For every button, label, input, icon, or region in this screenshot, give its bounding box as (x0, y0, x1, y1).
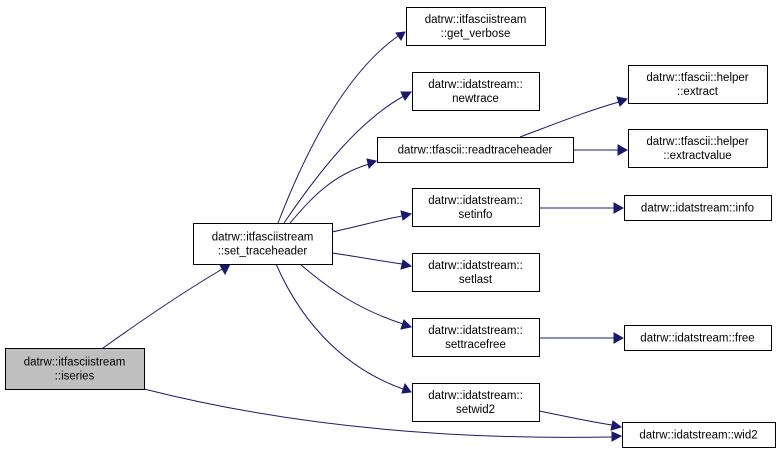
node-info[interactable]: datrw::idatstream::info (624, 195, 772, 221)
node-label-line: ::extract (677, 86, 719, 98)
node-label-line: datrw::idatstream:: (428, 79, 523, 91)
node-label-line: ::set_traceheader (218, 246, 308, 258)
node-label-line: datrw::itfasciistream (212, 232, 314, 244)
node-box (412, 188, 540, 227)
edge-arrowhead (611, 431, 623, 442)
node-label-line: settracefree (445, 339, 506, 351)
edge-line (519, 101, 620, 138)
node-get_verbose[interactable]: datrw::itfasciistream::get_verbose (406, 7, 546, 46)
node-label-line: newtrace (452, 93, 499, 105)
edge-setinfo-to-info (539, 202, 625, 214)
edge-arrowhead (400, 259, 413, 270)
edge-arrowhead (616, 96, 629, 107)
node-label-line: setwid2 (456, 404, 495, 416)
edge-iseries-to-wid2 (143, 388, 623, 442)
node-box (628, 129, 768, 168)
node-box (412, 72, 540, 111)
edge-arrowhead (401, 382, 412, 394)
node-label-line: datrw::idatstream:: (428, 390, 523, 402)
node-label-line: datrw::idatstream:: (428, 260, 523, 272)
node-box (412, 253, 540, 292)
node-box (5, 348, 145, 390)
edge-line (102, 267, 225, 349)
edge-line (538, 410, 613, 426)
edge-arrowhead (400, 319, 413, 330)
node-iseries[interactable]: datrw::itfasciistream::iseries (5, 348, 145, 390)
node-label-line: datrw::itfasciistream (24, 357, 126, 369)
node-box (406, 7, 546, 46)
node-box (622, 422, 776, 448)
edge-set_traceheader-to-readtraceheader (289, 158, 377, 224)
node-box (624, 195, 772, 221)
node-box (624, 325, 772, 351)
edge-set_traceheader-to-newtrace (283, 91, 412, 224)
nodes-layer: datrw::itfasciistream::iseriesdatrw::itf… (5, 7, 776, 448)
node-box (628, 65, 768, 104)
node-label-line: datrw::itfasciistream (425, 14, 527, 26)
node-label-line: setinfo (459, 209, 493, 221)
edges-layer (102, 31, 629, 442)
node-readtraceheader[interactable]: datrw::tfascii::readtraceheader (377, 137, 574, 163)
edge-arrowhead (613, 332, 625, 344)
node-newtrace[interactable]: datrw::idatstream::newtrace (412, 72, 540, 111)
node-wid2[interactable]: datrw::idatstream::wid2 (622, 422, 776, 448)
node-box (412, 383, 540, 422)
node-label-line: ::iseries (55, 371, 95, 383)
node-extractvalue[interactable]: datrw::tfascii::helper::extractvalue (628, 129, 768, 168)
node-setwid2[interactable]: datrw::idatstream::setwid2 (412, 383, 540, 422)
edge-line (289, 163, 370, 224)
node-label-line: datrw::idatstream::free (640, 333, 754, 345)
edge-line (277, 35, 399, 224)
node-label-line: ::extractvalue (663, 150, 731, 162)
node-label-line: datrw::tfascii::readtraceheader (398, 145, 553, 157)
edge-line (331, 252, 403, 265)
edge-setwid2-to-wid2 (538, 410, 623, 431)
node-free[interactable]: datrw::idatstream::free (624, 325, 772, 351)
edge-arrowhead (400, 210, 413, 221)
node-label-line: datrw::tfascii::helper (646, 136, 748, 148)
edge-iseries-to-set_traceheader (102, 263, 231, 349)
edge-readtraceheader-to-extractvalue (573, 144, 629, 156)
node-label-line: datrw::idatstream:: (428, 195, 523, 207)
edge-set_traceheader-to-setinfo (331, 210, 413, 233)
edge-set_traceheader-to-settracefree (299, 263, 413, 330)
node-label-line: datrw::idatstream::info (641, 203, 754, 215)
node-set_traceheader[interactable]: datrw::itfasciistream::set_traceheader (193, 223, 333, 265)
edge-arrowhead (610, 420, 623, 431)
edge-set_traceheader-to-setwid2 (275, 263, 412, 394)
node-box (412, 318, 540, 357)
node-label-line: ::get_verbose (441, 28, 511, 40)
edge-arrowhead (617, 144, 629, 156)
node-setlast[interactable]: datrw::idatstream::setlast (412, 253, 540, 292)
node-settracefree[interactable]: datrw::idatstream::settracefree (412, 318, 540, 357)
edge-set_traceheader-to-get_verbose (277, 31, 406, 224)
edge-set_traceheader-to-setlast (331, 252, 413, 270)
node-box (377, 137, 574, 163)
edge-line (283, 95, 405, 224)
node-setinfo[interactable]: datrw::idatstream::setinfo (412, 188, 540, 227)
edge-settracefree-to-free (539, 332, 625, 344)
edge-arrowhead (613, 202, 625, 214)
node-label-line: setlast (459, 274, 493, 286)
edge-readtraceheader-to-extract (519, 96, 629, 138)
node-extract[interactable]: datrw::tfascii::helper::extract (628, 65, 768, 104)
node-box (193, 223, 333, 265)
edge-line (331, 215, 403, 233)
edge-arrowhead (400, 91, 412, 101)
edge-line (299, 263, 404, 325)
node-label-line: datrw::idatstream:: (428, 325, 523, 337)
edge-arrowhead (395, 31, 406, 41)
edge-line (143, 388, 613, 438)
node-label-line: datrw::tfascii::helper (646, 72, 748, 84)
edge-line (275, 263, 404, 390)
node-label-line: datrw::idatstream::wid2 (639, 430, 757, 442)
edge-arrowhead (366, 158, 377, 169)
